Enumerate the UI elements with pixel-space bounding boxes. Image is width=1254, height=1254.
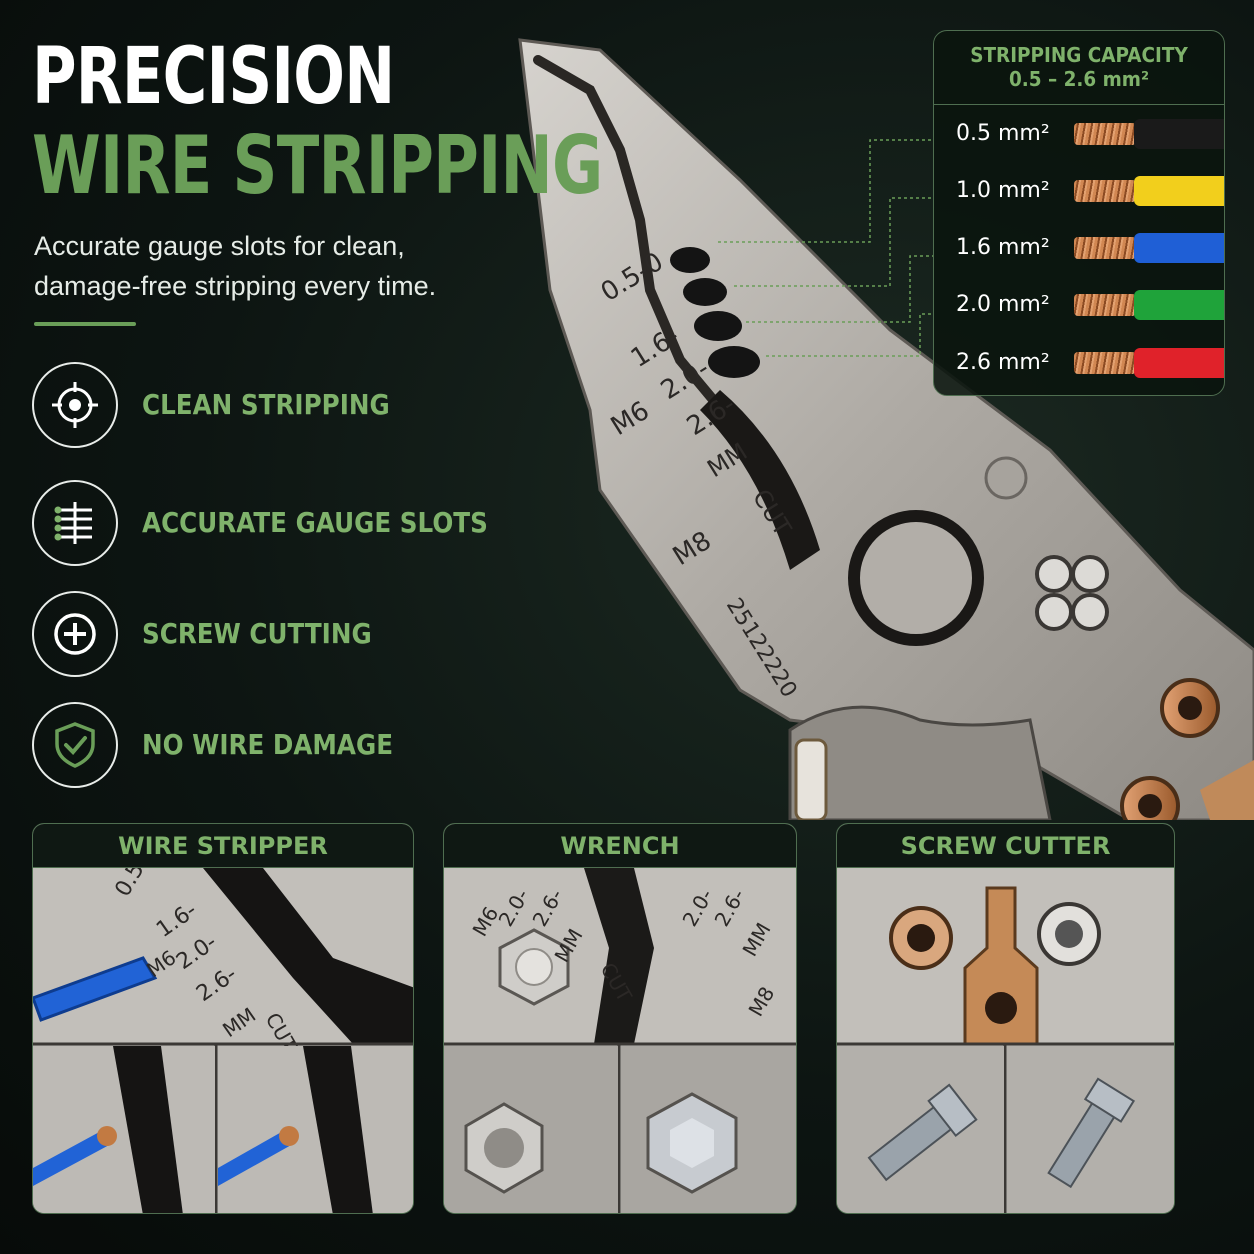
gauge-slot-stack [203,868,413,1044]
wire-size: 1.0 mm² [956,178,1050,203]
panel-title: WIRE STRIPPER [33,824,413,868]
feature-accurate-gauge-slots: ACCURATE GAUGE SLOTS [32,480,492,566]
blue-wire-stripped [218,1130,293,1186]
gauge-slot-stack [670,247,820,570]
wire-size: 2.0 mm² [956,292,1050,317]
capacity-header: STRIPPING CAPACITY 0.5 – 2.6 mm² [934,31,1224,105]
panel-wrench: WRENCH M6 2.0- 2.6- MM CUT 2.0- 2.6- MM … [443,823,797,1214]
feature-screw-cutting: SCREW CUTTING [32,591,492,677]
copper-strands [1074,180,1136,202]
wire-jacket-blue [1134,233,1224,263]
panel-screw-cutter: SCREW CUTTER [836,823,1175,1214]
pivot-ring [848,510,984,646]
wire-size: 2.6 mm² [956,350,1050,375]
copper-strands [1074,123,1136,145]
feature-label: NO WIRE DAMAGE [142,728,394,761]
headline-subtitle: Accurate gauge slots for clean, damage-f… [34,231,437,301]
headline-line-2: WIRE STRIPPING [32,119,603,212]
tool-body [518,38,1254,820]
accent-rule [34,322,136,326]
screw-head-icon [32,591,118,677]
feature-label: ACCURATE GAUGE SLOTS [142,506,488,539]
threaded-bolt [867,1083,978,1182]
panel-title: SCREW CUTTER [837,824,1174,868]
wire-stripper-tool-illustration: 0.5-0 1.6- 2.0- 2.6- M6 MM CUT M8 251222… [518,38,1254,820]
copper-strands [1074,294,1136,316]
gauge-slots-icon [32,480,118,566]
wire-size: 1.6 mm² [956,235,1050,260]
blue-wire [33,956,158,1022]
copper-strands [1074,352,1136,374]
headline-line-1: PRECISION [32,32,395,122]
panel-wire-stripper: WIRE STRIPPER 0.5- 1.6- 2.0- 2.6- M6 MM … [32,823,414,1214]
blue-wire-stripped [33,1130,111,1186]
rivet-holes [1035,555,1109,631]
capacity-row: 1.0 mm² [934,170,1224,210]
crimp-teeth [788,705,1052,820]
crosshair-icon [32,362,118,448]
panel-title: WRENCH [444,824,796,868]
lock-latch [794,738,828,820]
grip-handle [1200,760,1254,820]
capacity-row: 2.6 mm² [934,342,1224,382]
stripping-capacity-panel: STRIPPING CAPACITY 0.5 – 2.6 mm² 0.5 mm²… [933,30,1225,396]
capacity-row: 0.5 mm² [934,113,1224,153]
feature-clean-stripping: CLEAN STRIPPING [32,362,492,448]
capacity-title: STRIPPING CAPACITY [970,43,1188,67]
rivet-small [984,456,1028,500]
capacity-row: 2.0 mm² [934,284,1224,324]
feature-label: CLEAN STRIPPING [142,388,390,421]
feature-label: SCREW CUTTING [142,617,372,650]
wire-jacket-black [1134,119,1224,149]
tool-jaw-serration [533,55,735,425]
wire-size: 0.5 mm² [956,121,1050,146]
wire-jacket-yellow [1134,176,1224,206]
capacity-range: 0.5 – 2.6 mm² [1008,67,1150,91]
shield-check-icon [32,702,118,788]
callout-leader-lines [718,139,933,357]
wire-jacket-red [1134,348,1224,378]
copper-strands [1074,237,1136,259]
threaded-bolt [1047,1077,1136,1189]
wire-jacket-green [1134,290,1224,320]
capacity-row: 1.6 mm² [934,227,1224,267]
feature-no-wire-damage: NO WIRE DAMAGE [32,702,492,788]
